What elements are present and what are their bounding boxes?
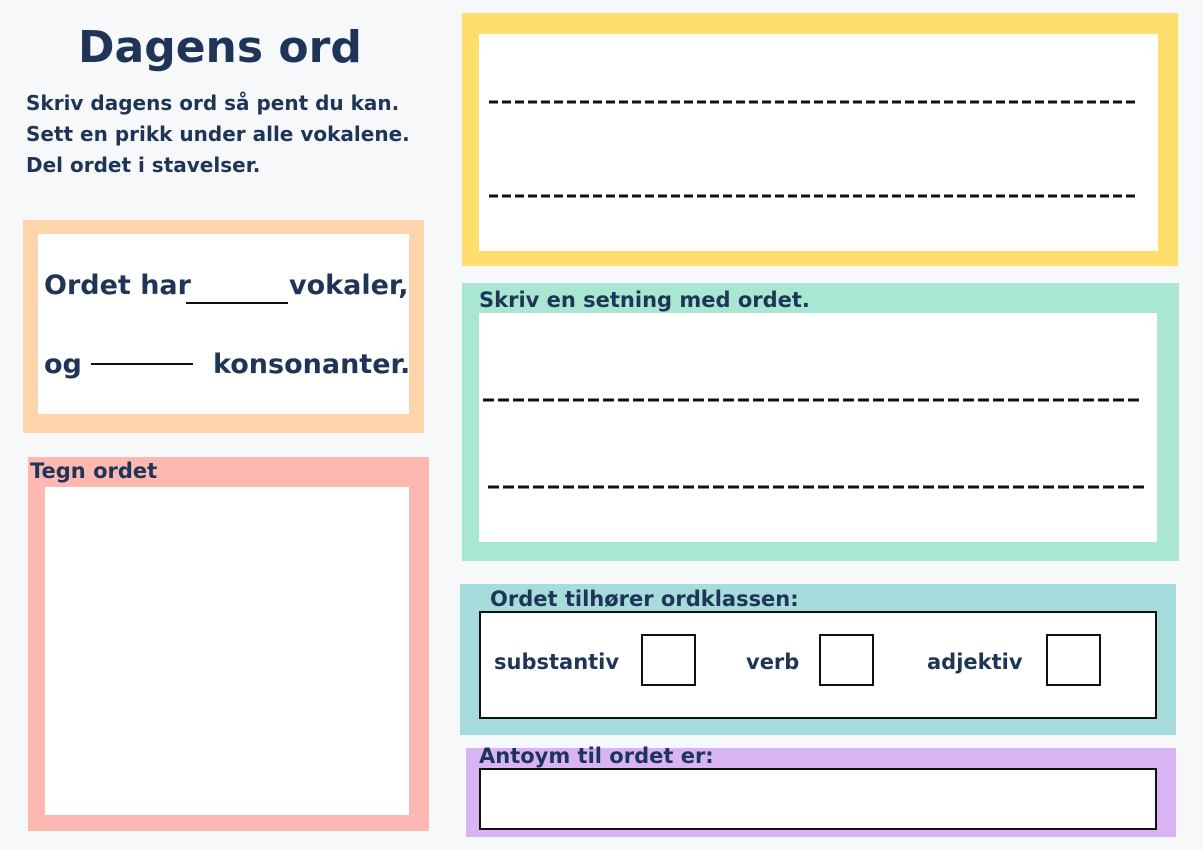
instruction-line: Del ordet i stavelser.: [26, 153, 261, 177]
instruction-line: Sett en prikk under alle vokalene.: [26, 122, 410, 146]
sentence-guide-lines: [483, 398, 1148, 489]
vowel-count-blank[interactable]: [186, 302, 288, 304]
writing-guide-lines: [489, 100, 1136, 198]
option-label-verb: verb: [746, 650, 800, 674]
checkbox-substantiv[interactable]: [641, 634, 696, 686]
vowel-count-suffix: vokaler,: [289, 270, 409, 301]
word-class-label: Ordet tilhører ordklassen:: [490, 587, 799, 611]
vowel-count-prefix: Ordet har: [44, 270, 191, 301]
option-label-adjektiv: adjektiv: [927, 650, 1023, 674]
consonant-count-prefix: og: [44, 349, 82, 380]
word-class-options: [479, 611, 1157, 719]
consonant-count-suffix: konsonanter.: [213, 349, 411, 380]
drawing-area[interactable]: [45, 487, 409, 815]
consonant-count-blank[interactable]: [91, 363, 193, 365]
option-label-substantiv: substantiv: [494, 650, 620, 674]
antonym-label: Antoym til ordet er:: [479, 744, 714, 768]
sentence-label: Skriv en setning med ordet.: [479, 288, 810, 312]
checkbox-adjektiv[interactable]: [1046, 634, 1101, 686]
instructions: Skriv dagens ord så pent du kan. Sett en…: [26, 88, 410, 181]
antonym-answer-field[interactable]: [479, 768, 1157, 830]
drawing-label: Tegn ordet: [30, 459, 158, 483]
checkbox-verb[interactable]: [819, 634, 874, 686]
letter-count-box: [38, 234, 409, 414]
page-title: Dagens ord: [78, 22, 362, 73]
sentence-writing-area[interactable]: [479, 313, 1157, 542]
instruction-line: Skriv dagens ord så pent du kan.: [26, 91, 400, 115]
word-writing-area[interactable]: [479, 34, 1158, 251]
